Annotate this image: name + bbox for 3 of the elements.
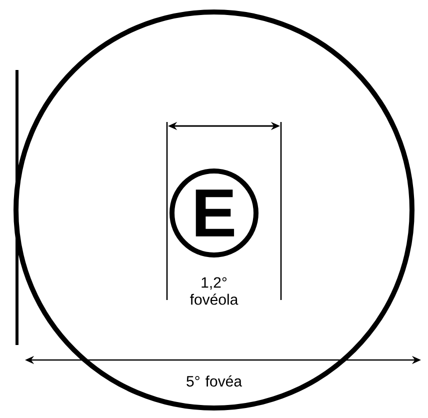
circle-outline	[14, 10, 414, 410]
dimension-label: 5° fovéa	[186, 375, 242, 387]
dimension-label: 1,2° fovéola	[190, 277, 238, 305]
